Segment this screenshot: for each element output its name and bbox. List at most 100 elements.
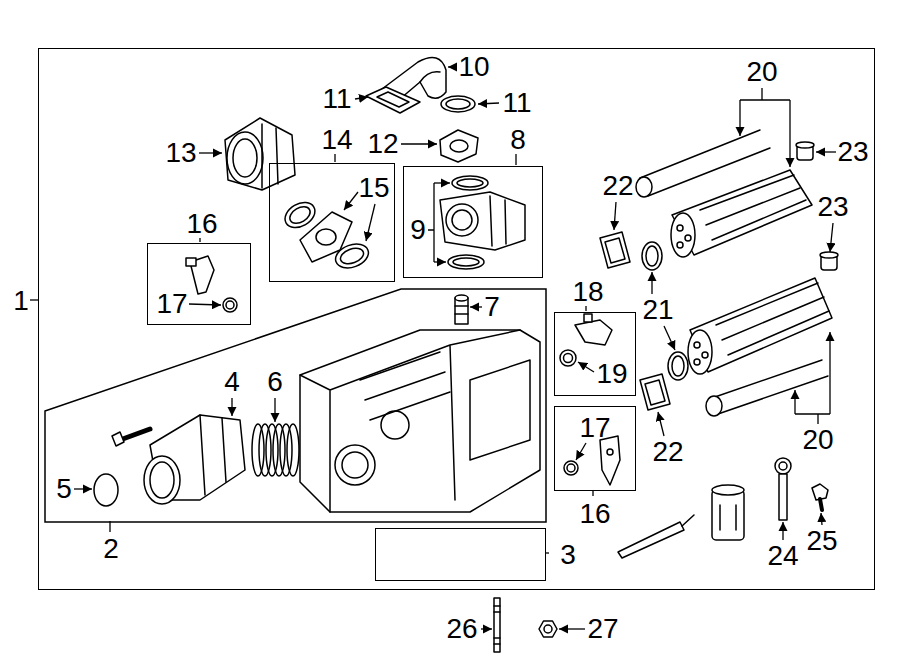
o-ring: [338, 245, 365, 266]
cap: [94, 474, 118, 506]
inlet-housing: [200, 415, 226, 495]
leader-lines: [821, 513, 822, 525]
callout-number: 23: [817, 193, 848, 221]
sensor: [575, 320, 612, 345]
callout-number: 25: [806, 527, 837, 555]
gasket: [640, 374, 670, 410]
leader-lines: [434, 261, 446, 262]
o-ring: [226, 301, 234, 309]
leader-lines: [189, 304, 221, 305]
intercooler: [694, 359, 700, 365]
callout-number: 22: [652, 438, 683, 466]
leader-lines: [334, 154, 335, 162]
sensor: [186, 256, 214, 294]
sensor-bracket: [600, 436, 620, 485]
group-number: 16: [579, 500, 610, 528]
o-ring: [567, 464, 575, 472]
tube: [636, 177, 652, 197]
group-outline-shape: [45, 289, 546, 522]
sensor: [186, 258, 196, 266]
group-number: 14: [321, 126, 352, 154]
nut: [539, 621, 557, 637]
inlet-housing: [144, 456, 180, 504]
callout-number: 20: [802, 426, 833, 454]
supercharger-body: [470, 360, 530, 460]
callout-number: 10: [458, 53, 489, 81]
fitting: [455, 298, 468, 324]
leader-lines: [816, 151, 836, 152]
nut: [539, 621, 557, 637]
leader-lines: [559, 628, 585, 629]
coupling: [225, 118, 295, 190]
leader-lines: [740, 88, 790, 100]
sensor-bracket: [600, 436, 620, 485]
leader-lines: [401, 143, 437, 144]
leader-lines: [199, 152, 222, 153]
group-number: 3: [560, 541, 576, 569]
intercooler: [677, 225, 683, 231]
spring: [259, 424, 271, 476]
callout-number: 24: [767, 542, 798, 570]
sensor: [584, 314, 592, 322]
callout-number: 11: [322, 85, 351, 113]
callout-number: 7: [484, 293, 500, 321]
o-ring: [560, 350, 576, 366]
callout-number: 5: [56, 475, 72, 503]
o-ring: [223, 298, 237, 312]
gasket: [600, 232, 630, 268]
leader-lines: [434, 182, 450, 183]
group-number: 1: [13, 287, 29, 315]
fitting: [455, 295, 468, 301]
o-ring: [448, 255, 484, 269]
tube: [636, 130, 770, 197]
intercooler: [716, 283, 829, 355]
o-ring: [642, 242, 662, 270]
supercharger-body: [335, 445, 375, 485]
flange: [440, 130, 478, 162]
leader-lines: [478, 103, 499, 104]
leader-lines: [658, 412, 664, 436]
throttle-body: [440, 192, 525, 250]
spring: [287, 424, 299, 476]
leader-lines: [448, 66, 455, 67]
leader-lines: [515, 154, 516, 165]
tool: [618, 515, 694, 558]
o-ring: [287, 203, 313, 226]
callout-number: 22: [602, 172, 633, 200]
leader-lines: [782, 522, 783, 540]
tube: [640, 130, 770, 196]
tool: [618, 522, 684, 558]
bolt: [120, 429, 150, 440]
callout-number: 12: [367, 130, 398, 158]
intercooler: [671, 170, 812, 257]
callout-number: 17: [156, 290, 187, 318]
gasket: [366, 87, 420, 113]
plug: [820, 252, 838, 270]
spring: [266, 424, 278, 476]
throttle-body: [452, 210, 472, 230]
o-ring: [452, 176, 488, 190]
tube: [706, 360, 828, 416]
bolt: [112, 429, 150, 446]
tube: [712, 360, 828, 414]
inlet-housing: [144, 415, 245, 504]
adapter-plate: [316, 229, 336, 245]
intercooler: [671, 213, 695, 257]
o-ring: [332, 240, 371, 272]
o-ring: [560, 350, 576, 366]
callout-number: 23: [837, 138, 868, 166]
group-number: 8: [510, 126, 526, 154]
filter: [712, 485, 744, 540]
supercharger-body: [300, 330, 540, 512]
o-ring: [452, 176, 488, 190]
gasket: [605, 238, 625, 263]
cap: [94, 474, 118, 506]
callout-number: 17: [579, 414, 610, 442]
illustration: [94, 58, 838, 653]
leader-lines: [30, 299, 38, 300]
leader-lines: [830, 223, 833, 252]
callout-number: 6: [267, 368, 283, 396]
